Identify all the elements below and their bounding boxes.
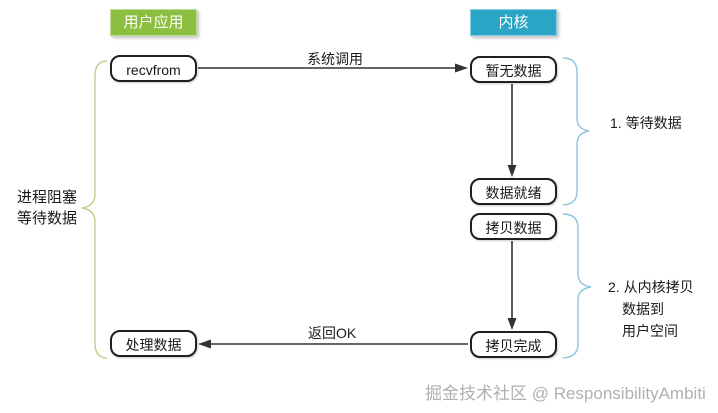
node-no-data: 暂无数据	[470, 56, 557, 83]
step2-label: 2. 从内核拷贝 数据到 用户空间	[608, 276, 694, 342]
node-data-ready: 数据就绪	[470, 178, 557, 205]
node-process-data: 处理数据	[110, 330, 197, 357]
step2-line2: 数据到	[622, 301, 664, 317]
process-blocked-line1: 进程阻塞	[17, 189, 78, 206]
node-recvfrom: recvfrom	[110, 55, 197, 82]
step2-line1: 2. 从内核拷贝	[608, 279, 694, 295]
right-brace-step1	[562, 57, 590, 206]
copy-arrowhead-icon	[507, 318, 517, 330]
return-ok-label: 返回OK	[308, 325, 357, 341]
process-blocked-label: 进程阻塞 等待数据	[17, 187, 77, 229]
wait-arrowhead-icon	[507, 165, 517, 177]
return-ok-arrowhead-icon	[198, 339, 211, 349]
process-blocked-line2: 等待数据	[17, 210, 78, 227]
right-brace-step2	[562, 213, 592, 359]
watermark: 掘金技术社区 @ ResponsibilityAmbiti	[425, 384, 706, 403]
step1-label: 1. 等待数据	[610, 115, 682, 131]
kernel-header: 内核	[470, 9, 557, 36]
step2-line3: 用户空间	[622, 323, 678, 339]
system-call-arrowhead-icon	[455, 63, 468, 73]
node-copy-data: 拷贝数据	[470, 213, 557, 240]
left-brace	[81, 60, 108, 359]
node-copy-done: 拷贝完成	[470, 331, 557, 358]
system-call-label: 系统调用	[307, 51, 363, 67]
user-app-header: 用户应用	[110, 9, 197, 36]
